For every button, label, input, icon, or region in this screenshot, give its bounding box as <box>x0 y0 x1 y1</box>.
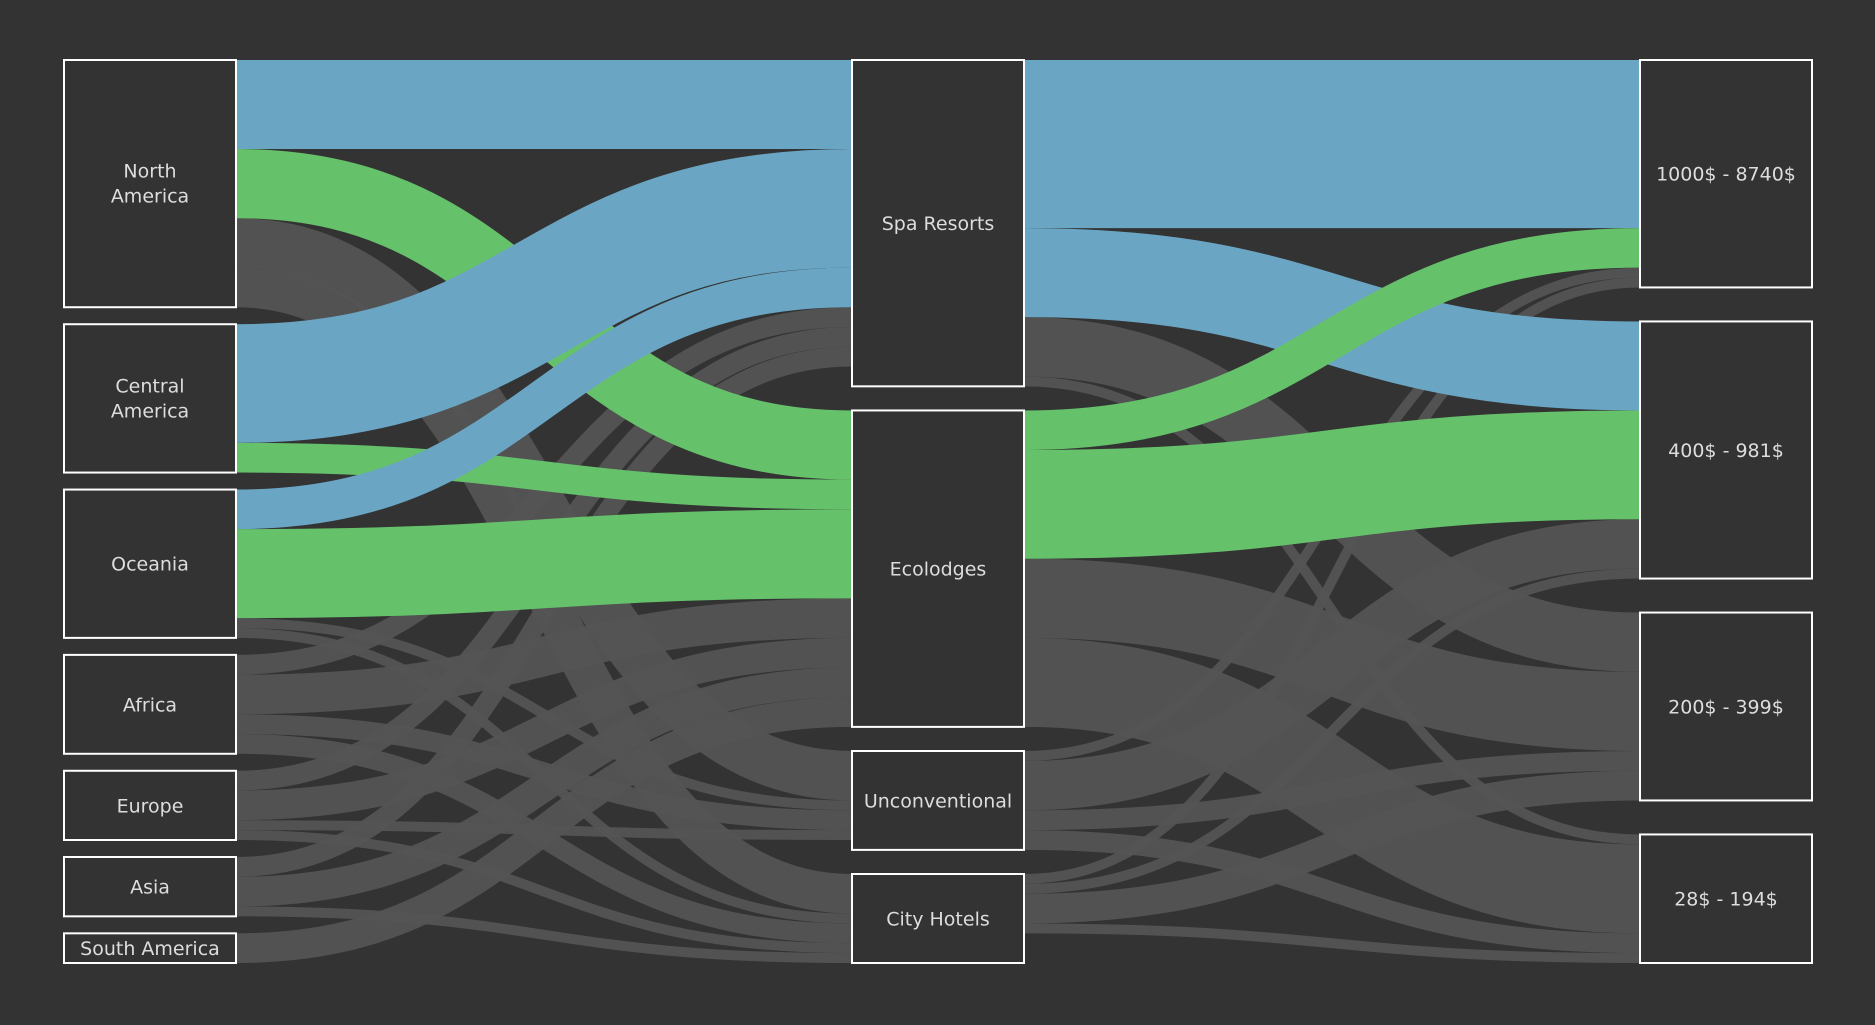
node-box-city-hotels <box>851 873 1025 964</box>
node-box-ecolodges <box>851 409 1025 728</box>
link-city-hotels-to-p28 <box>1023 923 1641 964</box>
node-label-p1000: 1000$ - 8740$ <box>1656 164 1796 186</box>
node-ecolodges: Ecolodges <box>851 409 1025 728</box>
node-box-p1000 <box>1639 59 1813 289</box>
node-label-p400: 400$ - 981$ <box>1668 440 1784 462</box>
node-label-p28: 28$ - 194$ <box>1674 889 1778 911</box>
sankey-links <box>235 59 1641 964</box>
node-south-america: South America <box>63 932 237 964</box>
link-north-america-to-unconventional <box>235 218 853 801</box>
link-africa-to-ecolodges <box>235 598 853 715</box>
link-asia-to-city-hotels <box>235 906 853 964</box>
link-asia-to-spa-resorts <box>235 346 853 877</box>
node-asia: Asia <box>63 856 237 918</box>
node-label-ecolodges: Ecolodges <box>890 559 987 581</box>
node-label-south-america: South America <box>80 938 220 960</box>
link-south-america-to-ecolodges <box>235 697 853 964</box>
node-city-hotels: City Hotels <box>851 873 1025 964</box>
node-box-central-america <box>63 323 237 474</box>
link-unconventional-to-p400 <box>1023 519 1641 811</box>
node-europe: Europe <box>63 769 237 841</box>
node-box-north-america <box>63 59 237 309</box>
node-p1000: 1000$ - 8740$ <box>1639 59 1813 289</box>
node-africa: Africa <box>63 653 237 755</box>
node-label-p200: 200$ - 399$ <box>1668 697 1784 719</box>
node-box-oceania <box>63 488 237 639</box>
link-central-america-to-ecolodges <box>235 442 853 510</box>
link-city-hotels-to-p200 <box>1023 770 1641 924</box>
node-p200: 200$ - 399$ <box>1639 611 1813 802</box>
node-label-oceania: Oceania <box>111 554 189 576</box>
link-oceania-to-ecolodges <box>235 509 853 619</box>
node-spa-resorts: Spa Resorts <box>851 59 1025 388</box>
node-p400: 400$ - 981$ <box>1639 320 1813 580</box>
link-city-hotels-to-p400 <box>1023 568 1641 894</box>
link-ecolodges-to-p1000 <box>1023 228 1641 450</box>
link-central-america-to-spa-resorts <box>235 148 853 443</box>
node-label-city-hotels: City Hotels <box>886 909 990 931</box>
link-asia-to-ecolodges <box>235 667 853 907</box>
node-box-asia <box>63 856 237 918</box>
link-europe-to-ecolodges <box>235 637 853 821</box>
node-box-p400 <box>1639 320 1813 580</box>
node-label-spa-resorts: Spa Resorts <box>882 213 995 235</box>
node-box-p200 <box>1639 611 1813 802</box>
node-box-south-america <box>63 932 237 964</box>
link-ecolodges-to-p400 <box>1023 410 1641 559</box>
node-oceania: Oceania <box>63 488 237 639</box>
node-box-europe <box>63 769 237 841</box>
node-label-asia: Asia <box>130 877 170 899</box>
node-label-europe: Europe <box>117 795 184 817</box>
node-box-spa-resorts <box>851 59 1025 388</box>
node-unconventional: Unconventional <box>851 750 1025 851</box>
node-box-africa <box>63 653 237 755</box>
node-label-unconventional: Unconventional <box>864 790 1012 812</box>
link-unconventional-to-p200 <box>1023 751 1641 831</box>
node-box-unconventional <box>851 750 1025 851</box>
link-oceania-to-spa-resorts <box>235 267 853 530</box>
node-label-africa: Africa <box>123 694 177 716</box>
node-p28: 28$ - 194$ <box>1639 833 1813 965</box>
node-box-p28 <box>1639 833 1813 965</box>
